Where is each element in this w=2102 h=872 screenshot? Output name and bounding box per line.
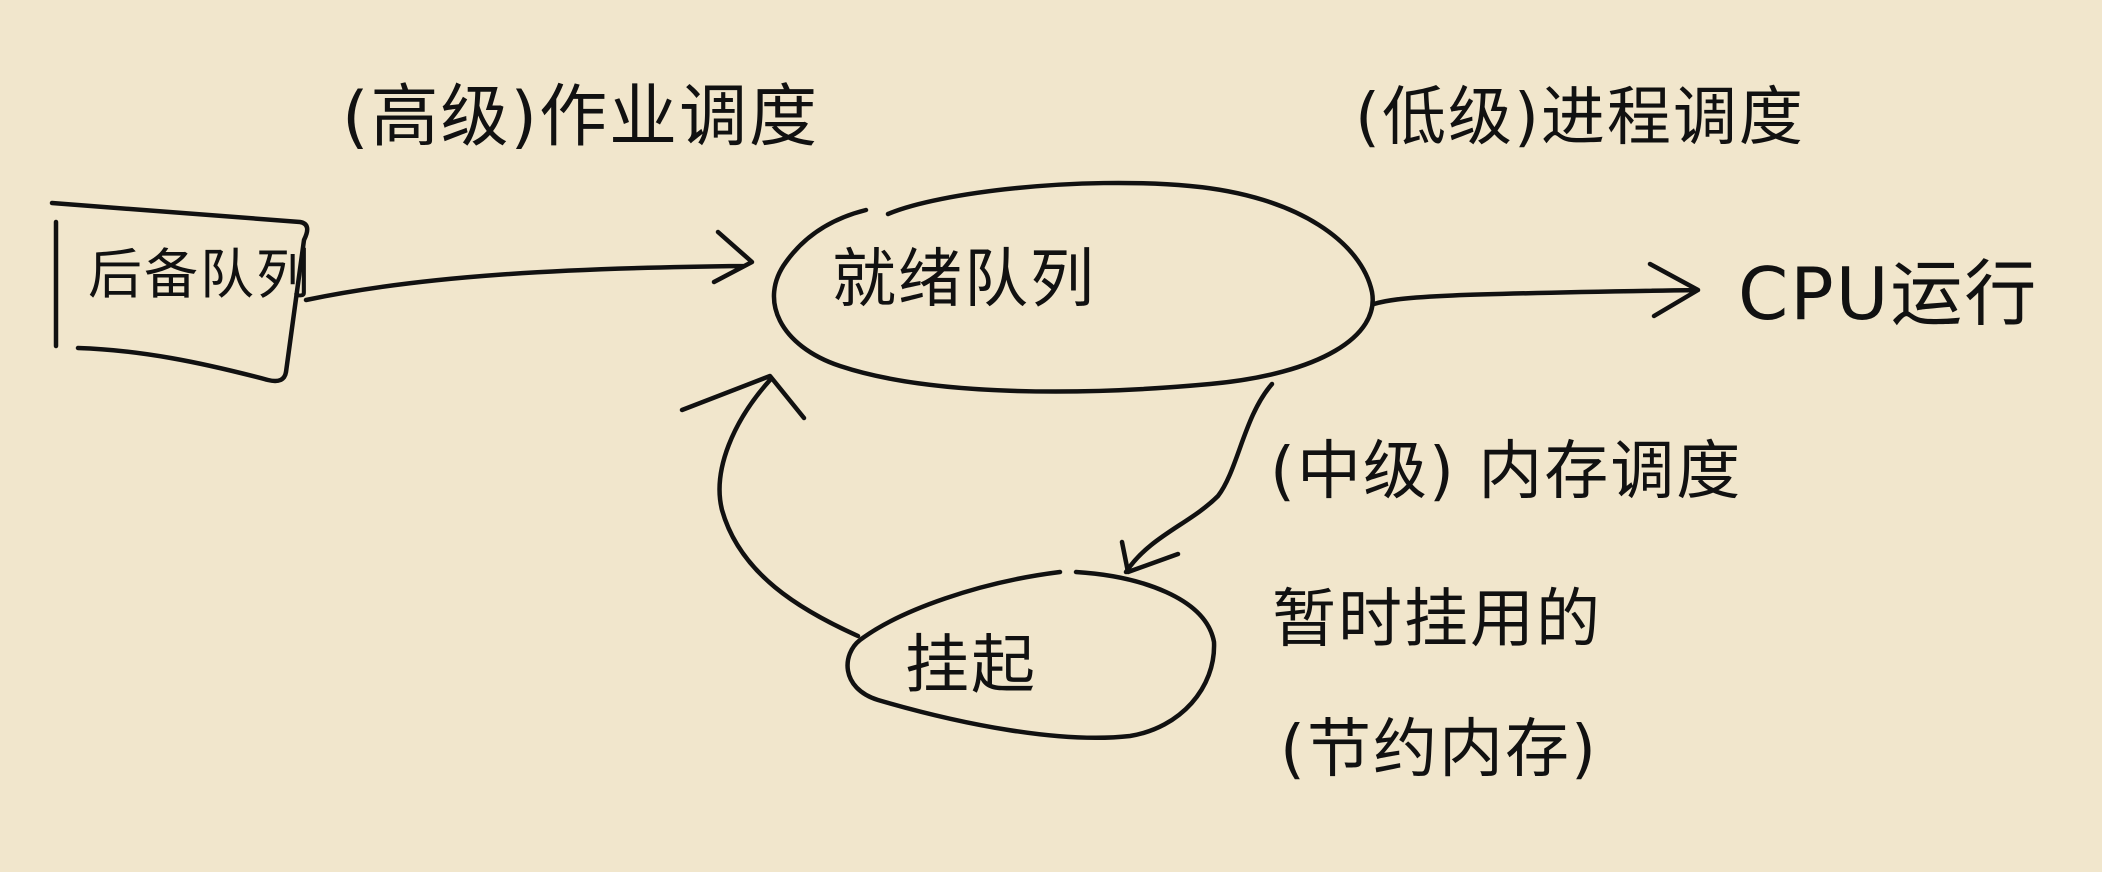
suspend-ellipse — [845, 569, 1217, 741]
backup-queue-label: 后备队列 — [88, 243, 312, 306]
low-level-scheduling-label: (低级)进程调度 — [1355, 81, 1805, 155]
suspend-note-line-2: (节约内存) — [1280, 713, 1598, 787]
backup-queue-box — [49, 200, 310, 384]
arrow-ready-to-cpu — [1371, 261, 1701, 319]
arrow-suspend-to-ready — [679, 373, 861, 639]
arrow-backup-to-ready — [303, 229, 755, 303]
suspend-label: 挂起 — [905, 629, 1037, 703]
ready-queue-label: 就绪队列 — [832, 243, 1096, 317]
high-level-scheduling-label: (高级)作业调度 — [342, 78, 820, 157]
arrow-ready-to-suspend — [1119, 381, 1275, 575]
suspend-note-line-1: 暂时挂用的 — [1272, 583, 1602, 657]
cpu-run-label: CPU运行 — [1738, 252, 2039, 336]
ready-queue-ellipse — [771, 180, 1375, 394]
mid-level-scheduling-label: (中级) 内存调度 — [1270, 435, 1743, 509]
